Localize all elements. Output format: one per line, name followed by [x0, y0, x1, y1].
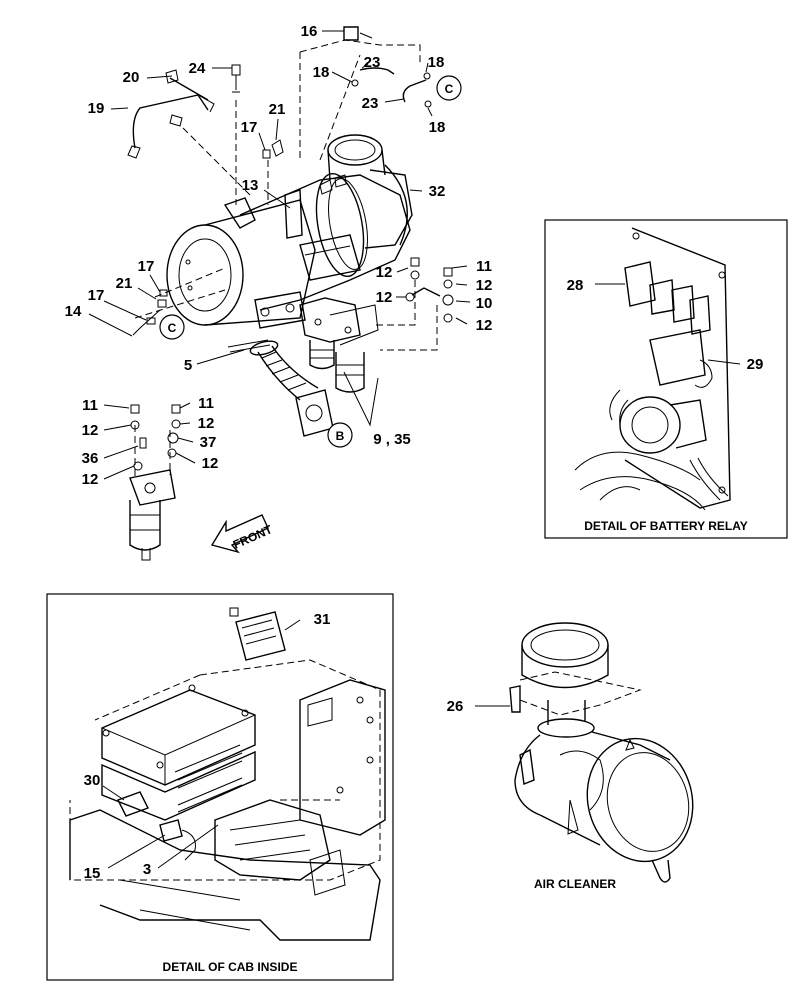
- fitting-hardware: [132, 257, 454, 336]
- fuel-filter-pair: [299, 297, 379, 393]
- callout-29: 29: [747, 356, 764, 373]
- callout-17b: 17: [138, 258, 155, 275]
- callout-16: 16: [301, 23, 318, 40]
- air-cleaner-detail: 26 AIR CLEANER: [447, 622, 694, 891]
- ref-b-bottom: B: [336, 429, 345, 443]
- cab-inside-caption: DETAIL OF CAB INSIDE: [163, 960, 298, 974]
- callout-18c: 18: [429, 119, 446, 136]
- callout-12e: 12: [82, 422, 99, 439]
- callout-37: 37: [200, 434, 217, 451]
- callout-11b: 11: [82, 397, 98, 414]
- battery-relay-caption: DETAIL OF BATTERY RELAY: [584, 519, 748, 533]
- main-intake-assembly: [166, 134, 413, 437]
- callout-24: 24: [189, 60, 206, 77]
- callout-17a: 17: [241, 119, 258, 136]
- callout-12b: 12: [476, 277, 493, 294]
- callout-18a: 18: [313, 64, 330, 81]
- callout-12f: 12: [198, 415, 215, 432]
- main-leader-lines: [88, 30, 471, 480]
- main-callouts: 16 24 20 18 23 18 23 18 19 21 17 13 32 1…: [65, 23, 493, 488]
- ref-c-left: C: [168, 321, 177, 335]
- callout-23b: 23: [362, 95, 379, 112]
- callout-21b: 21: [116, 275, 133, 292]
- battery-relay-detail: 28 29 DETAIL OF BATTERY RELAY: [544, 219, 788, 539]
- callout-12a: 12: [376, 264, 393, 281]
- callout-12d: 12: [476, 317, 493, 334]
- callout-18b: 18: [428, 54, 445, 71]
- cab-inside-detail: 31 30 15 3 DETAIL OF CAB INSIDE: [46, 593, 394, 981]
- callout-5: 5: [184, 357, 192, 374]
- front-direction-arrow: FRONT: [210, 514, 275, 554]
- callout-20: 20: [123, 69, 140, 86]
- callout-12c: 12: [376, 289, 393, 306]
- callout-11c: 11: [198, 395, 214, 412]
- callout-12h: 12: [202, 455, 219, 472]
- callout-21a: 21: [269, 101, 286, 118]
- callout-3: 3: [143, 861, 151, 878]
- callout-30: 30: [84, 772, 101, 789]
- callout-19: 19: [88, 100, 105, 117]
- callout-32: 32: [429, 183, 446, 200]
- callout-36: 36: [82, 450, 99, 467]
- lower-filter-assembly: [129, 404, 181, 561]
- callout-26: 26: [447, 698, 464, 715]
- callout-28: 28: [567, 277, 584, 294]
- callout-14: 14: [65, 303, 82, 320]
- callout-17c: 17: [88, 287, 105, 304]
- callout-10: 10: [476, 295, 493, 312]
- callout-15: 15: [84, 865, 101, 882]
- ref-c-top: C: [445, 82, 454, 96]
- reference-markers: C C B: [159, 75, 462, 448]
- callout-23a: 23: [364, 54, 381, 71]
- callout-13: 13: [242, 177, 259, 194]
- air-cleaner-caption: AIR CLEANER: [534, 877, 616, 891]
- callout-31: 31: [314, 611, 331, 628]
- callout-11a: 11: [476, 258, 492, 275]
- callout-12g: 12: [82, 471, 99, 488]
- sensor-harness: [127, 26, 432, 159]
- callout-9-35: 9 , 35: [373, 431, 411, 448]
